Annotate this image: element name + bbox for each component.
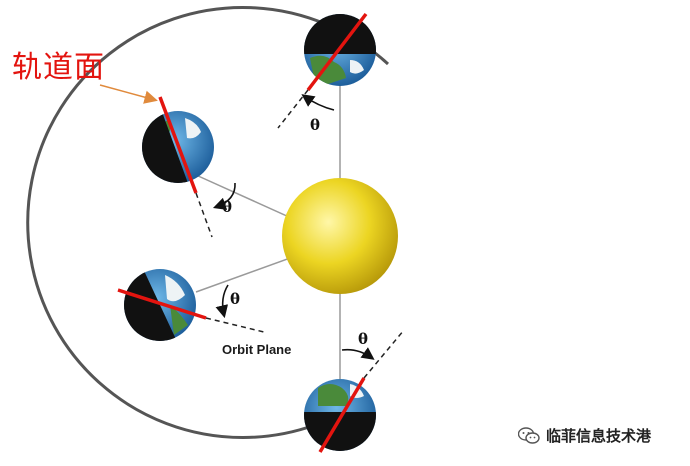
theta-label-upper-left: θ — [222, 198, 233, 216]
title-pointer-arrow — [99, 84, 158, 104]
earth-bottom — [304, 377, 376, 453]
earth-top — [304, 12, 376, 92]
angle-arcs — [212, 94, 375, 360]
dashed-axis-lines — [195, 89, 405, 379]
orbit-plane-label: Orbit Plane — [222, 342, 292, 357]
theta-label-lower-left: θ — [230, 290, 241, 308]
earth-left-upper — [142, 96, 214, 194]
orbital-plane-label: 轨道面 — [12, 50, 105, 85]
watermark-text: 临菲信息技术港 — [546, 427, 652, 445]
theta-label-top: θ — [310, 116, 321, 134]
watermark: 临菲信息技术港 — [518, 425, 651, 446]
wechat-icon — [518, 426, 540, 444]
orbit-path — [26, 6, 390, 440]
sun — [282, 178, 398, 294]
earth-left-lower — [117, 269, 207, 341]
theta-label-bottom: θ — [358, 330, 369, 348]
